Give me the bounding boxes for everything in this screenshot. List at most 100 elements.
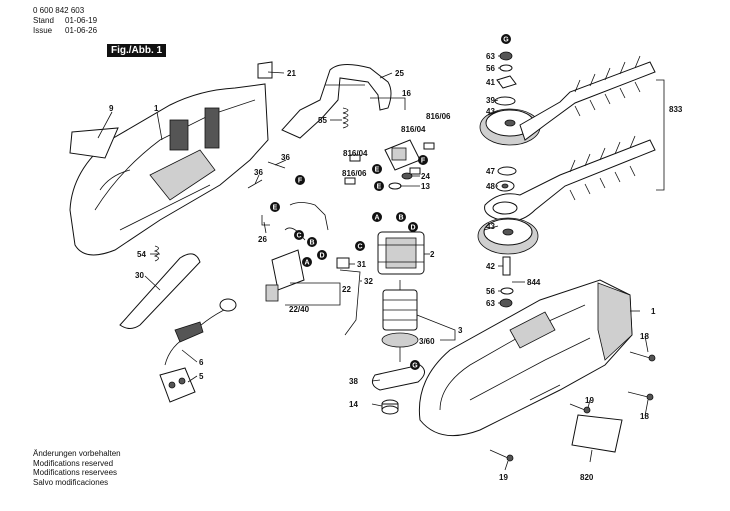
part-label: 816/04	[343, 149, 368, 158]
bushing-part	[381, 399, 399, 415]
connector-plug-part	[423, 142, 435, 150]
part-label: 1	[651, 307, 656, 316]
part-label: 38	[349, 377, 358, 386]
issue-label: Issue	[33, 26, 53, 35]
connector-plug-part	[344, 177, 356, 185]
part-label: 19	[585, 396, 594, 405]
part-label: 39	[486, 96, 495, 105]
mains-plug-part	[159, 367, 196, 403]
svg-text:D: D	[410, 225, 415, 232]
part-label: 22	[342, 285, 351, 294]
part-label: 31	[357, 260, 366, 269]
svg-text:E: E	[273, 205, 278, 212]
connector-badge-g: G	[501, 34, 511, 44]
part-label: 9	[109, 104, 114, 113]
armature-part	[381, 280, 419, 362]
part-label: 1	[154, 104, 159, 113]
part-number: 0 600 842 603	[33, 6, 85, 15]
part-label: 3	[458, 326, 463, 335]
washer-part	[494, 96, 516, 106]
part-label: 54	[137, 250, 146, 259]
nut-part	[401, 172, 413, 180]
connector-badge-b: B	[396, 212, 406, 222]
part-label: 22/40	[289, 305, 310, 314]
footer-line: Salvo modificaciones	[33, 477, 109, 487]
part-label: 48	[486, 182, 495, 191]
part-label: 19	[499, 473, 508, 482]
gear-part	[477, 217, 539, 255]
washer-part	[497, 166, 517, 176]
connector-plug-part	[349, 154, 361, 162]
part-label: 820	[580, 473, 594, 482]
connector-badge-a: A	[372, 212, 382, 222]
part-label: 36	[281, 153, 290, 162]
svg-text:F: F	[298, 178, 303, 185]
connector-badge-e: E	[374, 181, 384, 191]
lower-blade-part	[484, 135, 656, 222]
svg-text:C: C	[357, 244, 362, 251]
stand-date: 01-06-19	[65, 16, 98, 25]
part-number-labels: 1 9 21 25 16 55 816/06 816/04 816/04 816…	[109, 52, 683, 482]
svg-text:A: A	[304, 260, 309, 267]
upper-blade-part	[519, 55, 656, 141]
switch-assembly-part	[384, 139, 421, 171]
part-label: 18	[640, 332, 649, 341]
stand-label: Stand	[33, 16, 54, 25]
screw-part	[629, 351, 656, 362]
eccentric-hub-part	[501, 183, 509, 189]
connector-badge-e: E	[270, 202, 280, 212]
part-label: 55	[318, 116, 327, 125]
part-label: 56	[486, 64, 495, 73]
screw-part	[489, 449, 514, 462]
part-label: 21	[287, 69, 296, 78]
nut-part	[499, 298, 513, 308]
connector-badge-a: A	[302, 257, 312, 267]
part-label: 43	[486, 222, 495, 231]
part-label: 25	[395, 69, 404, 78]
screw-part	[569, 403, 591, 414]
svg-text:D: D	[319, 253, 324, 260]
issue-date: 01-06-26	[65, 26, 98, 35]
connector-badge-c: C	[355, 241, 365, 251]
document-header: 0 600 842 603 Stand 01-06-19 Issue 01-06…	[33, 6, 97, 36]
svg-text:F: F	[421, 158, 426, 165]
pin-part	[502, 256, 511, 276]
part-label: 47	[486, 167, 495, 176]
footer-line: Modifications reserved	[33, 458, 114, 468]
part-label: 24	[421, 172, 430, 181]
svg-text:G: G	[412, 363, 418, 370]
svg-text:B: B	[398, 215, 403, 222]
label-plate-part	[571, 414, 623, 453]
pin-part	[267, 161, 286, 169]
part-label: 3/60	[419, 337, 435, 346]
part-label: 30	[135, 271, 144, 280]
hand-guard-part	[119, 253, 201, 329]
cable-clamp-part	[336, 257, 350, 269]
connector-badge-d: D	[408, 222, 418, 232]
part-label: 6	[199, 358, 204, 367]
part-label: 16	[402, 89, 411, 98]
part-label: 43	[486, 107, 495, 116]
cap-nut-part	[499, 51, 513, 61]
connector-badge-c: C	[294, 230, 304, 240]
stator-part	[377, 231, 425, 275]
svg-text:C: C	[296, 233, 301, 240]
svg-text:A: A	[374, 215, 379, 222]
part-label: 18	[640, 412, 649, 421]
part-label: 5	[199, 372, 204, 381]
part-label: 63	[486, 52, 495, 61]
part-label: 56	[486, 287, 495, 296]
part-label: 63	[486, 299, 495, 308]
part-label: 14	[349, 400, 358, 409]
part-label: 844	[527, 278, 541, 287]
bracket-part	[261, 215, 270, 226]
connector-badge-e: E	[372, 164, 382, 174]
part-label: 32	[364, 277, 373, 286]
svg-text:B: B	[309, 240, 314, 247]
connector-plug-part	[409, 167, 421, 175]
handle-part	[281, 64, 392, 139]
part-label: 36	[254, 168, 263, 177]
svg-text:G: G	[503, 37, 509, 44]
wiring-harness-part	[284, 202, 329, 241]
part-label: 13	[421, 182, 430, 191]
